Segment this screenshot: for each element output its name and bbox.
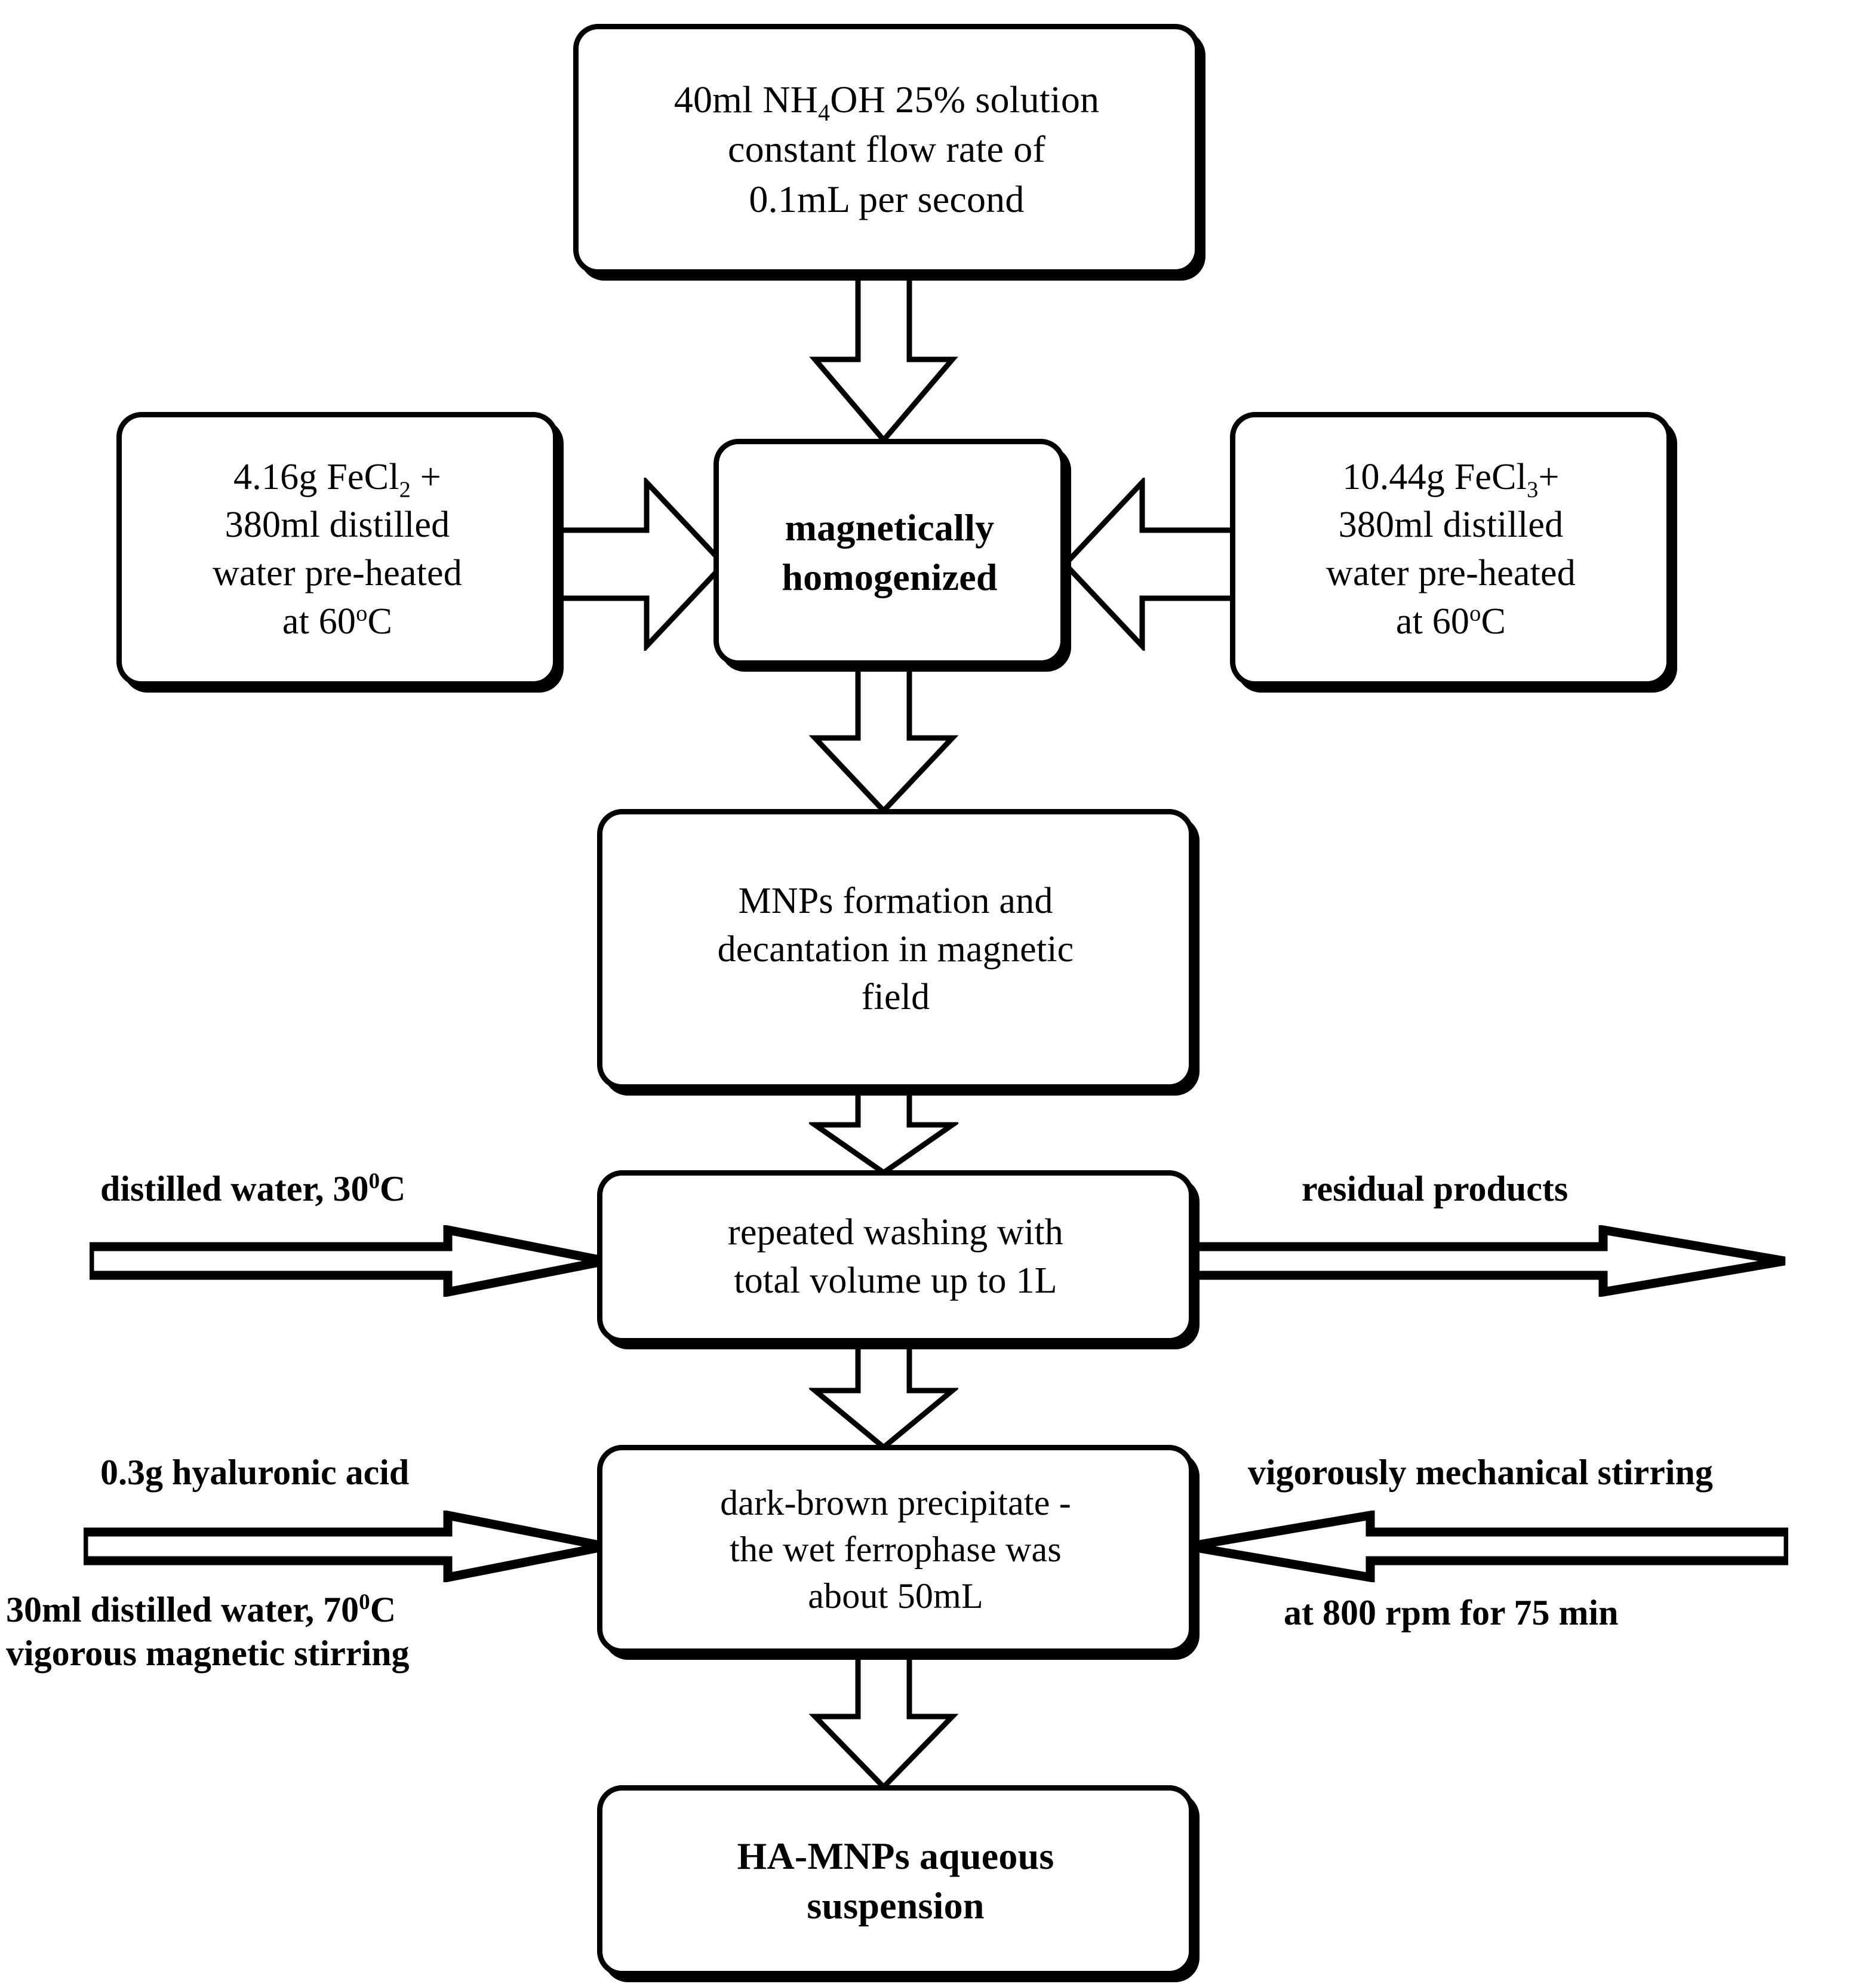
arrow-stirring-into-precipitate [1185, 1511, 1788, 1582]
node-precipitate-text: dark-brown precipitate -the wet ferropha… [720, 1483, 1071, 1616]
arrow-mnps-to-washing [809, 1085, 958, 1175]
arrow-precipitate-to-final [809, 1650, 958, 1790]
arrow-nh4oh-to-homogenized [809, 270, 958, 443]
arrow-washing-to-residual [1185, 1225, 1788, 1297]
arrow-fecl2-to-homogenized [554, 478, 727, 651]
arrow-fecl3-to-homogenized [1062, 478, 1235, 651]
label-hyaluronic-acid: 0.3g hyaluronic acid [100, 1453, 410, 1492]
label-distilled-water-30c: distilled water, 300C [100, 1169, 406, 1208]
label-residual-products: residual products [1302, 1169, 1569, 1208]
node-dark-brown-precipitate[interactable]: dark-brown precipitate -the wet ferropha… [597, 1445, 1194, 1654]
arrow-ha-into-precipitate [84, 1511, 609, 1582]
arrow-water-into-washing [90, 1225, 609, 1297]
label-800-rpm-75-min: at 800 rpm for 75 min [1284, 1593, 1619, 1632]
arrow-homogenized-to-mnps [809, 662, 958, 814]
label-vigorous-mechanical-stirring: vigorously mechanical stirring [1248, 1453, 1713, 1492]
arrow-washing-to-precipitate [809, 1339, 958, 1450]
